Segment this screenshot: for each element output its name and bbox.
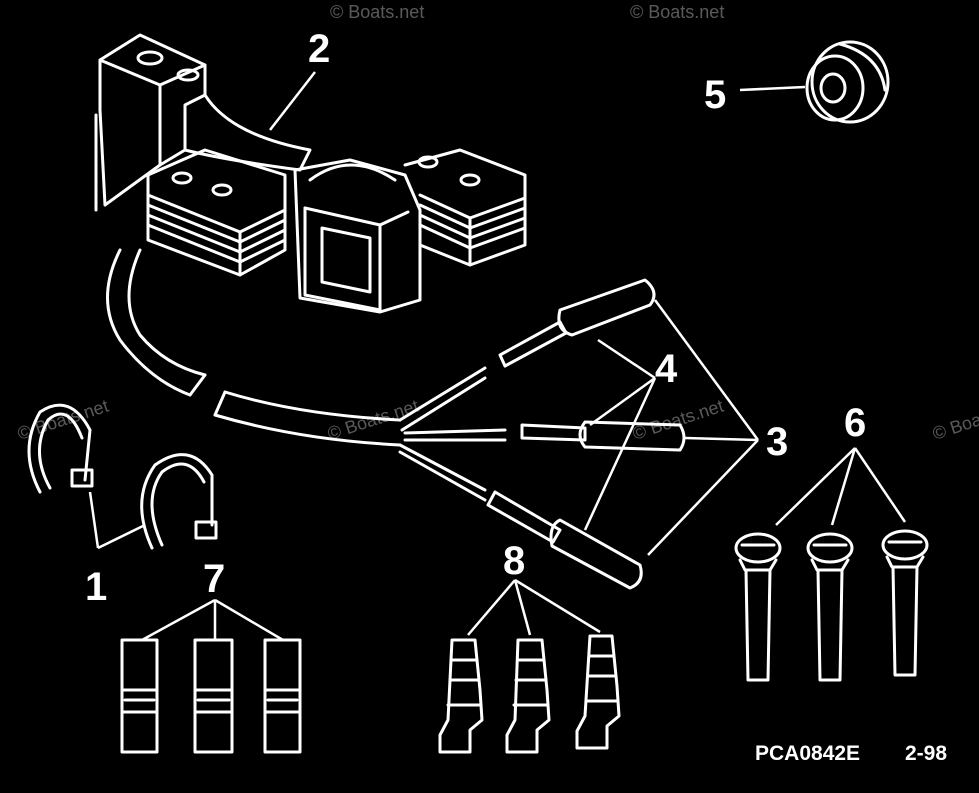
grommet (805, 40, 890, 124)
cable-ties (27, 403, 218, 550)
callout-5: 5 (704, 73, 726, 117)
wire-harness (106, 248, 686, 590)
terminals (438, 634, 621, 754)
page-reference: 2-98 (905, 742, 947, 765)
callout-7: 7 (203, 557, 225, 601)
callout-labels: 2 5 4 3 6 1 7 8 (85, 27, 866, 609)
watermark: © Boats.net (630, 2, 724, 22)
callout-2: 2 (308, 27, 330, 71)
callout-8: 8 (503, 539, 525, 583)
connectors (120, 638, 302, 754)
ignition-coil-assembly (94, 33, 527, 314)
callout-3: 3 (766, 420, 788, 464)
callout-4: 4 (655, 347, 678, 391)
leader-lines (88, 71, 907, 642)
callout-6: 6 (844, 401, 866, 445)
callout-1: 1 (85, 565, 107, 609)
watermark: © Boats.net (330, 2, 424, 22)
screws (734, 529, 929, 682)
figure-code: PCA0842E (755, 742, 860, 765)
watermark: © Boats.net (930, 396, 979, 444)
